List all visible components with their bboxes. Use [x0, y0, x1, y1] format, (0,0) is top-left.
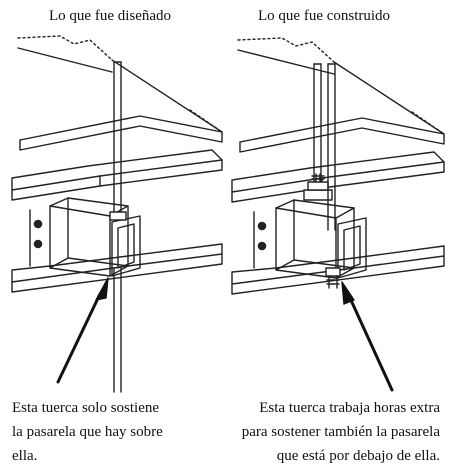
caption-line: que está por debajo de ella. — [276, 448, 440, 464]
left-structure — [11, 35, 223, 393]
title-designed: Lo que fue diseñado — [49, 8, 172, 24]
caption-line: la pasarela que hay sobre — [12, 424, 163, 440]
title-built: Lo que fue construido — [258, 8, 391, 24]
caption-designed: Esta tuerca solo sostiene la pasarela qu… — [12, 396, 163, 468]
caption-line: para sostener también la pasarela — [241, 424, 440, 440]
arrow-right — [341, 281, 394, 392]
caption-line: Esta tuerca trabaja horas extra — [259, 400, 440, 416]
caption-built: Esta tuerca trabaja horas extra para sos… — [242, 396, 440, 468]
arrow-left — [56, 277, 109, 384]
caption-line: Esta tuerca solo sostiene — [12, 400, 160, 416]
right-structure — [231, 37, 445, 295]
caption-line: ella. — [12, 448, 38, 464]
